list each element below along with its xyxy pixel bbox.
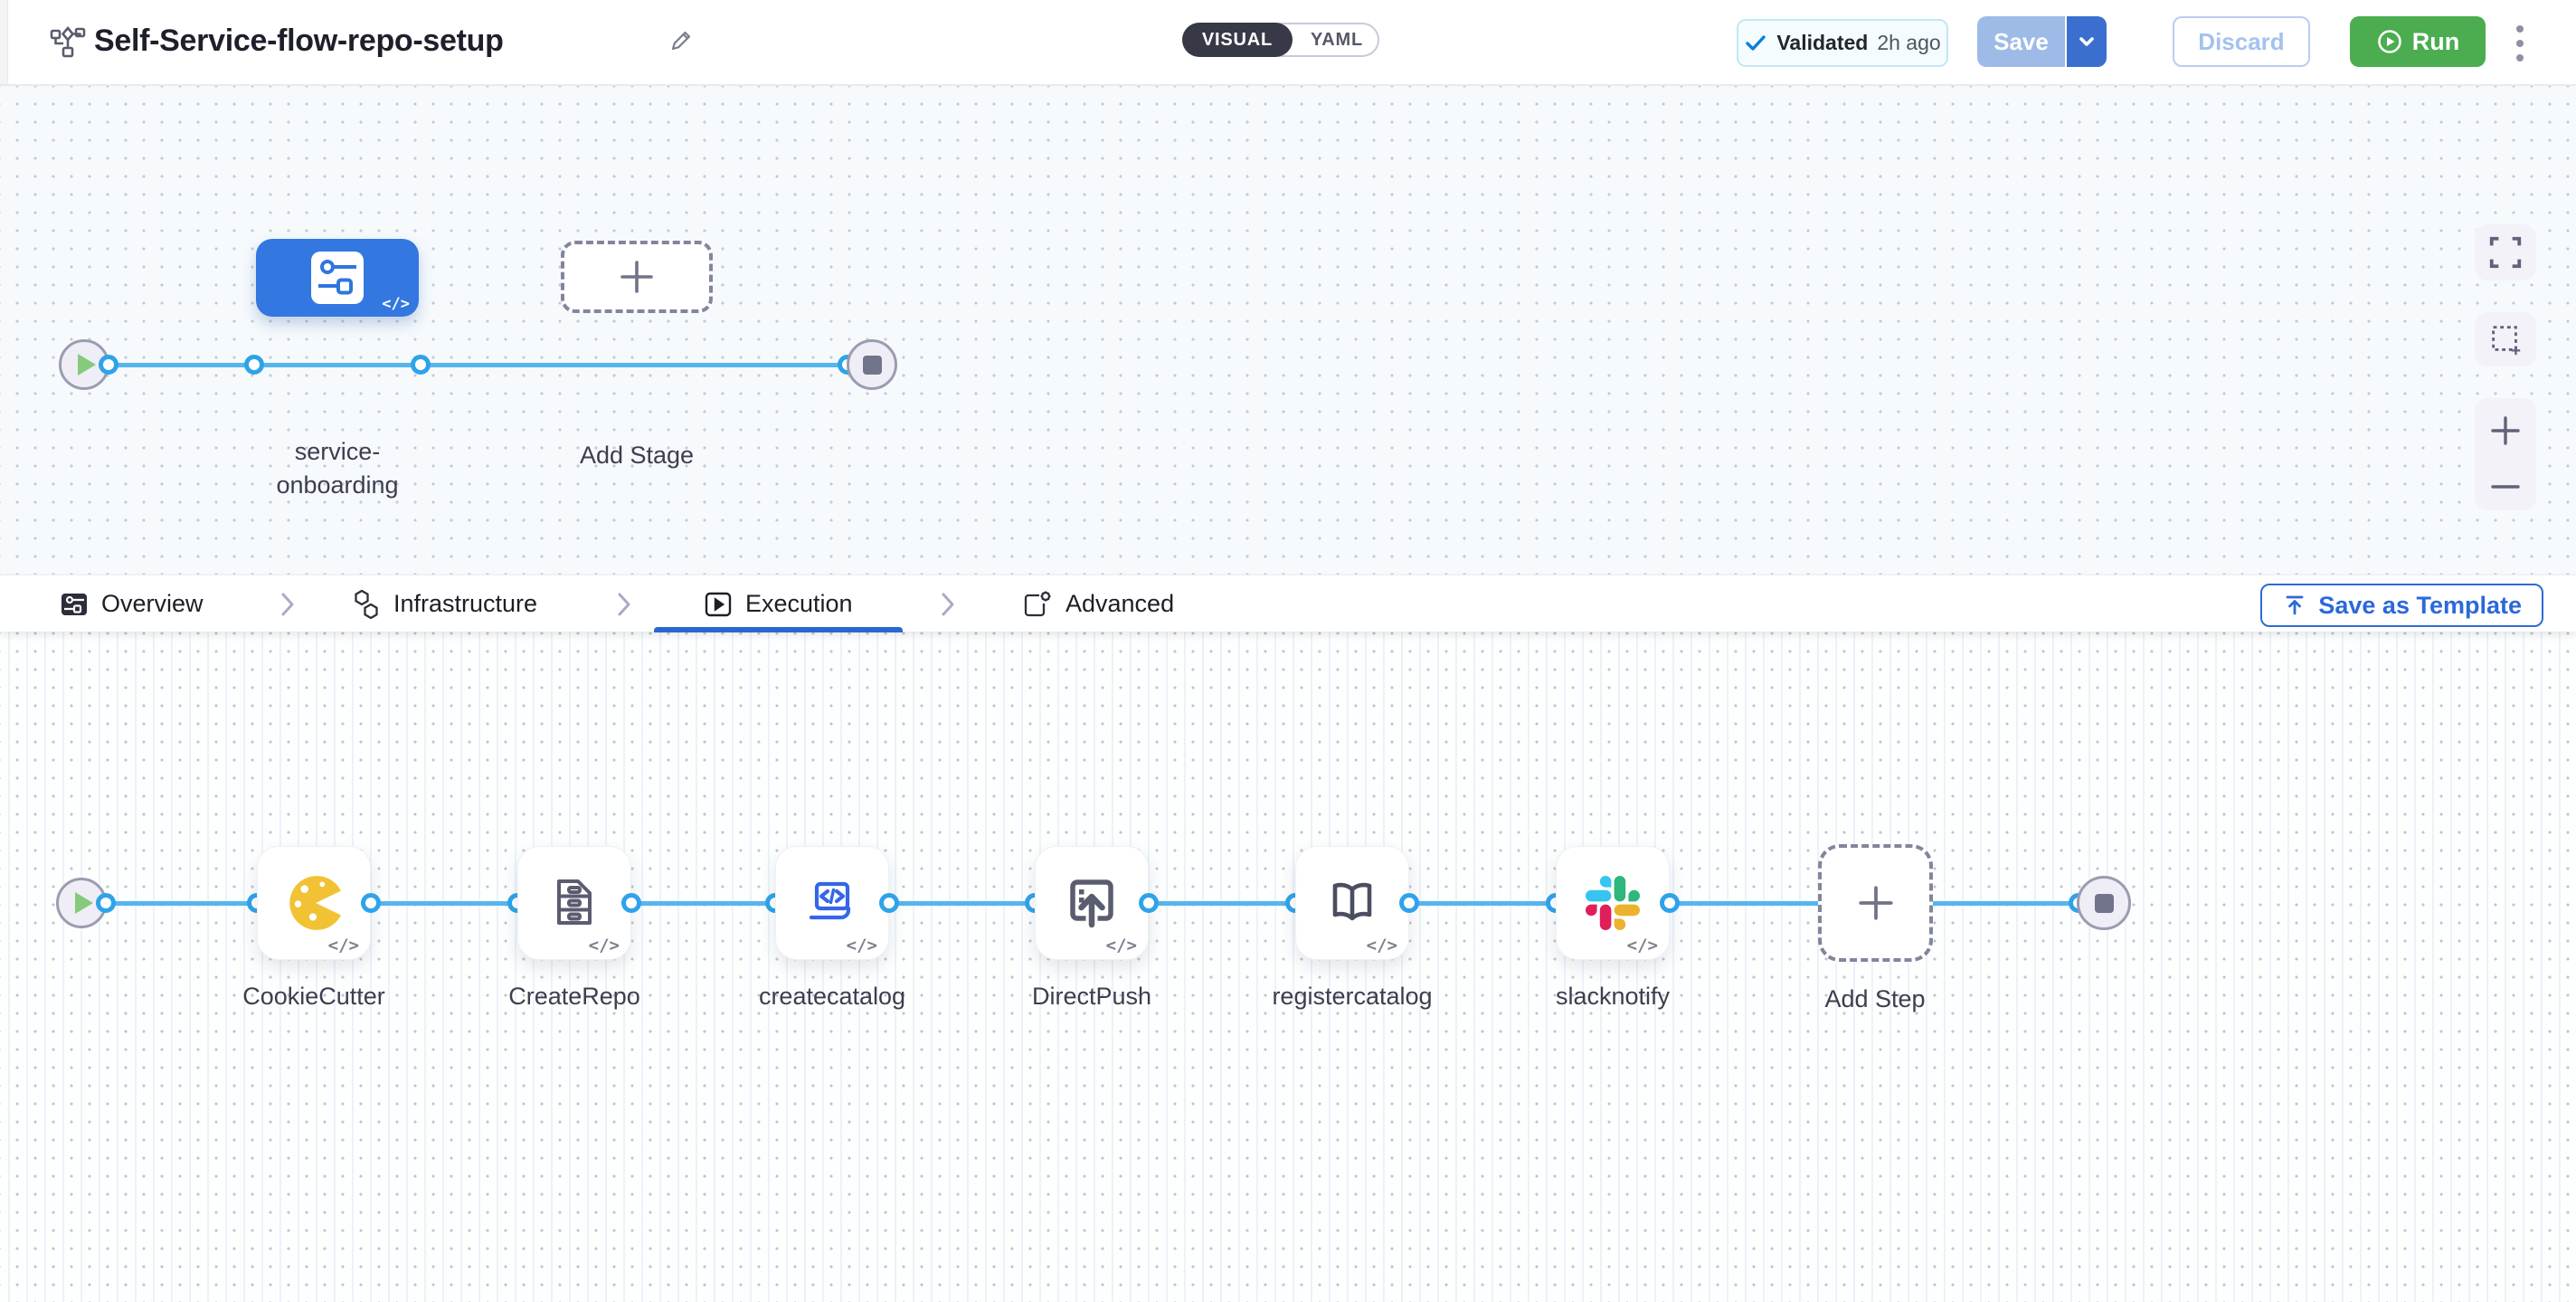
chevron-right-icon: [618, 593, 630, 616]
end-stop-icon: [862, 355, 882, 375]
tab-execution[interactable]: Execution: [654, 575, 903, 632]
edit-title-icon[interactable]: [668, 27, 695, 54]
fit-screen-icon: [2489, 236, 2522, 269]
stage-code-glyph: </>: [382, 295, 410, 313]
stage-connector-line: [84, 363, 872, 367]
repo-cabinet-icon: [557, 879, 592, 925]
save-as-template-button[interactable]: Save as Template: [2260, 584, 2543, 627]
save-options-button[interactable]: [2067, 16, 2107, 67]
canvas-fit-screen-button[interactable]: [2475, 224, 2536, 280]
run-label: Run: [2411, 27, 2460, 55]
tab-advanced[interactable]: Advanced: [1022, 575, 1174, 632]
tab-overview[interactable]: Overview: [60, 575, 204, 632]
connector-port[interactable]: [361, 893, 381, 913]
add-step-label: Add Step: [1824, 985, 1926, 1012]
step-label: slacknotify: [1555, 983, 1671, 1010]
chevron-right-icon: [942, 593, 954, 616]
slack-icon: [1586, 876, 1640, 930]
plus-icon: [620, 261, 653, 293]
step-label: CookieCutter: [242, 983, 385, 1010]
step-node-createcatalog[interactable]: </>: [775, 846, 889, 960]
more-options-menu[interactable]: [2502, 20, 2538, 67]
stage-overview-icon: [62, 593, 87, 615]
validated-time: 2h ago: [1877, 31, 1941, 54]
end-stop-icon: [2094, 893, 2114, 913]
advanced-icon: [1024, 591, 1051, 616]
connector-port[interactable]: [621, 893, 641, 913]
stage-tabbar: Overview Infrastructure Execution Advanc…: [0, 575, 2576, 632]
pipeline-header: Self-Service-flow-repo-setup VISUAL YAML…: [0, 0, 2576, 86]
step-label: createcatalog: [758, 983, 906, 1010]
execution-icon: [705, 592, 732, 616]
connector-port[interactable]: [244, 355, 264, 375]
toggle-yaml[interactable]: YAML: [1310, 29, 1364, 50]
execution-graph-canvas[interactable]: </> </> </>: [0, 632, 2576, 1302]
connector-port[interactable]: [1399, 893, 1419, 913]
add-stage-label: Add Stage: [579, 442, 695, 469]
cookiecutter-icon: [289, 876, 341, 930]
chevron-right-icon: [281, 593, 294, 616]
step-node-createrepo[interactable]: </>: [517, 846, 631, 960]
pipeline-flow-icon: [50, 26, 86, 58]
connector-port[interactable]: [96, 893, 116, 913]
canvas-select-region-button[interactable]: [2475, 312, 2536, 366]
connector-port[interactable]: [1139, 893, 1159, 913]
validated-status: Validated: [1776, 31, 1869, 54]
direct-push-icon: [1070, 879, 1113, 928]
start-play-icon: [74, 892, 93, 914]
add-stage-button[interactable]: [561, 241, 713, 313]
step-node-directpush[interactable]: </>: [1035, 846, 1149, 960]
run-button[interactable]: Run: [2350, 16, 2486, 67]
plus-icon: [1858, 886, 1893, 920]
connector-port[interactable]: [99, 355, 118, 375]
start-play-icon: [77, 354, 96, 375]
collapsed-nav-strip: [0, 0, 8, 84]
step-label: CreateRepo: [508, 983, 640, 1010]
save-button[interactable]: Save: [1977, 16, 2065, 67]
save-as-template-label: Save as Template: [2318, 591, 2522, 619]
connector-port[interactable]: [879, 893, 899, 913]
chevron-down-icon: [2079, 37, 2094, 46]
step-node-cookiecutter[interactable]: </>: [257, 846, 371, 960]
zoom-out-icon[interactable]: [2488, 478, 2523, 496]
toggle-visual[interactable]: VISUAL: [1182, 23, 1293, 57]
stage-graph-canvas[interactable]: </> service-onboarding Add Stage: [0, 86, 2576, 575]
zoom-in-icon[interactable]: [2488, 413, 2523, 448]
connector-port[interactable]: [411, 355, 431, 375]
stage-icon: [311, 252, 364, 304]
tab-infrastructure[interactable]: Infrastructure: [352, 575, 537, 632]
discard-button[interactable]: Discard: [2173, 16, 2310, 67]
pipeline-end-node: [847, 339, 897, 390]
execution-end-node: [2077, 876, 2131, 930]
marquee-select-icon: [2492, 326, 2521, 356]
stage-label: service-onboarding: [276, 438, 399, 499]
connector-port[interactable]: [1660, 893, 1680, 913]
validated-badge[interactable]: Validated 2h ago: [1737, 19, 1948, 67]
run-play-icon: [2377, 30, 2401, 53]
stage-node-service-onboarding[interactable]: </>: [256, 239, 419, 317]
register-catalog-icon: [1332, 882, 1372, 921]
step-node-slacknotify[interactable]: </>: [1556, 846, 1670, 960]
visual-yaml-toggle: VISUAL YAML: [1182, 23, 1379, 57]
upload-template-icon: [2286, 595, 2304, 615]
pipeline-title: Self-Service-flow-repo-setup: [94, 24, 504, 58]
step-label: DirectPush: [1031, 983, 1152, 1010]
step-label: registercatalog: [1272, 983, 1433, 1010]
infrastructure-icon: [355, 589, 378, 619]
step-node-registercatalog[interactable]: </>: [1295, 846, 1409, 960]
check-icon: [1746, 34, 1766, 51]
catalog-code-icon: [809, 881, 851, 920]
canvas-zoom-controls: [2475, 398, 2536, 510]
add-step-button[interactable]: [1818, 844, 1933, 962]
